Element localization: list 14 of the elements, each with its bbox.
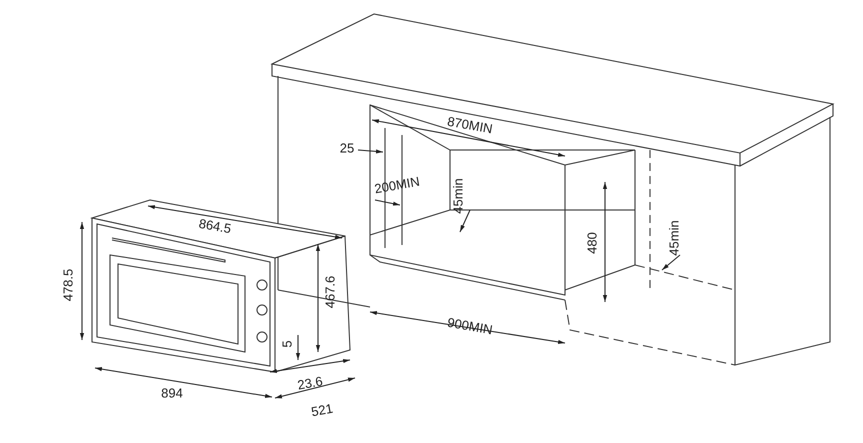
dimension-label: 870MIN [446, 114, 494, 136]
dimension-label: 864.5 [198, 216, 232, 236]
dimension-label: 25 [340, 142, 354, 154]
dimension-label: 45min [668, 220, 680, 256]
dimension-label: 900MIN [446, 316, 494, 336]
dimension-label: 478.5 [62, 268, 74, 302]
dimension-label: 45min [452, 178, 464, 214]
dimension-label: 480 [586, 232, 598, 254]
dimension-label: 200MIN [373, 174, 421, 196]
dimension-label: 521 [310, 402, 334, 418]
dimension-label: 23.6 [296, 374, 324, 392]
dimension-label: 894 [161, 386, 183, 400]
dimension-label: 5 [280, 340, 294, 348]
dimension-label: 467.6 [324, 276, 336, 308]
